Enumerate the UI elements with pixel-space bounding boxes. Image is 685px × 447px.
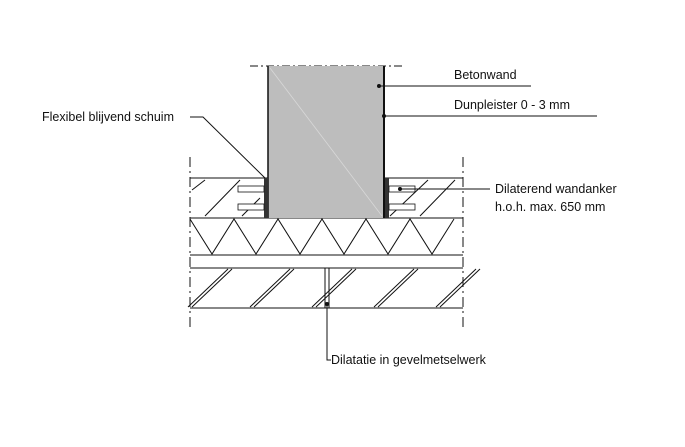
label-betonwand: Betonwand xyxy=(454,68,517,82)
brick-hatch-line xyxy=(315,268,357,308)
leader-dilatatie xyxy=(326,303,331,361)
leader-schuim xyxy=(190,116,266,179)
foam-strip-left xyxy=(264,178,268,218)
label-dilatatie: Dilatatie in gevelmetselwerk xyxy=(331,353,487,367)
brick-hatch-line xyxy=(435,268,477,308)
insulation-layer xyxy=(189,218,463,256)
brick-hatch-line xyxy=(373,268,415,308)
label-schuim: Flexibel blijvend schuim xyxy=(42,110,174,124)
foam-strip-right xyxy=(385,178,389,218)
brick-hatch-line xyxy=(187,268,229,308)
brick-hatch-line xyxy=(191,268,233,308)
concrete-wall xyxy=(267,66,385,218)
brick-layer xyxy=(187,267,481,309)
brick-hatch-line xyxy=(311,268,353,308)
brick-hatch-line xyxy=(249,268,291,308)
brick-hatch-line xyxy=(253,268,295,308)
brick-hatch-line xyxy=(377,268,419,308)
label-wandanker-spacing: h.o.h. max. 650 mm xyxy=(495,200,605,214)
brick-hatch-line xyxy=(439,268,481,308)
label-dunpleister: Dunpleister 0 - 3 mm xyxy=(454,98,570,112)
label-wandanker: Dilaterend wandanker xyxy=(495,182,617,196)
